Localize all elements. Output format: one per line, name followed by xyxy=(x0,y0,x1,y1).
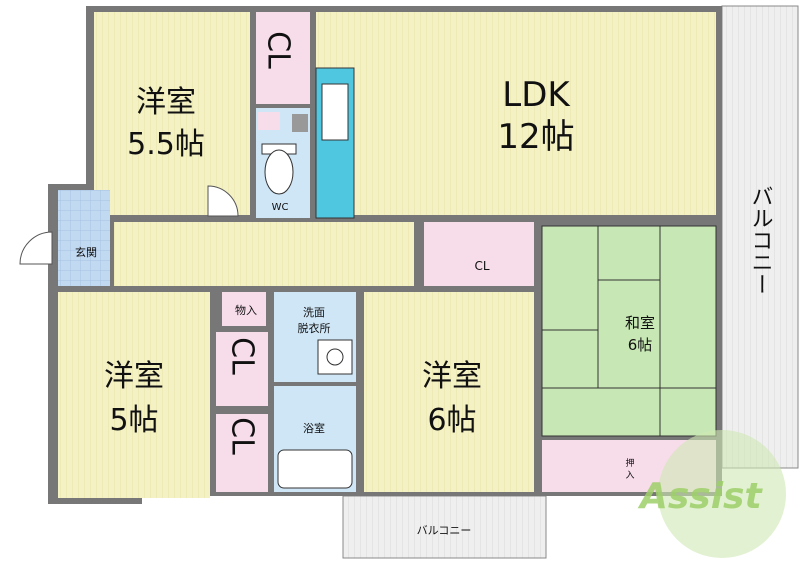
ldk-name: LDK xyxy=(502,75,571,115)
monoire xyxy=(222,292,266,326)
hallway xyxy=(114,222,414,286)
room-ldk xyxy=(316,12,716,215)
closet-top-label: CL xyxy=(261,31,296,69)
closet-mid-label: CL xyxy=(225,337,260,375)
closet-mid xyxy=(216,332,268,406)
bathroom-label: 浴室 xyxy=(303,421,325,435)
closet-wide xyxy=(424,222,534,286)
closet-bottom-label: CL xyxy=(225,417,260,455)
wc-label: WC xyxy=(272,202,289,213)
room-western-3 xyxy=(364,292,534,492)
balcony-bottom-label: バルコニー xyxy=(417,524,472,537)
ldk-size: 12帖 xyxy=(497,117,574,157)
western-2-size: 5帖 xyxy=(109,403,158,438)
balcony-right-label: バルコニー xyxy=(748,185,773,295)
closet-bottom xyxy=(216,414,268,492)
balcony-bottom xyxy=(342,495,547,559)
washitsu-size: 6帖 xyxy=(628,336,653,354)
western-1-size: 5.5帖 xyxy=(127,127,205,162)
closet-wide-label: CL xyxy=(474,259,489,273)
genkan-label: 玄関 xyxy=(75,245,97,259)
watermark-text: Assist xyxy=(637,476,763,517)
genkan xyxy=(58,190,110,286)
western-2-name: 洋室 xyxy=(104,359,164,394)
balcony-right xyxy=(721,5,799,469)
washroom-label-2: 脱衣所 xyxy=(298,321,331,335)
monoire-label: 物入 xyxy=(235,303,257,317)
oshiire-label-2: 入 xyxy=(625,470,634,481)
western-1-name: 洋室 xyxy=(136,85,196,120)
western-3-size: 6帖 xyxy=(427,403,476,438)
room-western-2 xyxy=(58,292,210,498)
oshiire-label-1: 押 xyxy=(625,457,634,469)
room-western-1 xyxy=(94,12,250,215)
closet-top xyxy=(256,12,310,104)
washitsu-name: 和室 xyxy=(625,314,655,332)
western-3-name: 洋室 xyxy=(422,359,482,394)
room-washitsu xyxy=(541,225,717,437)
watermark-circle xyxy=(658,430,786,558)
washroom-label-1: 洗面 xyxy=(303,306,325,319)
